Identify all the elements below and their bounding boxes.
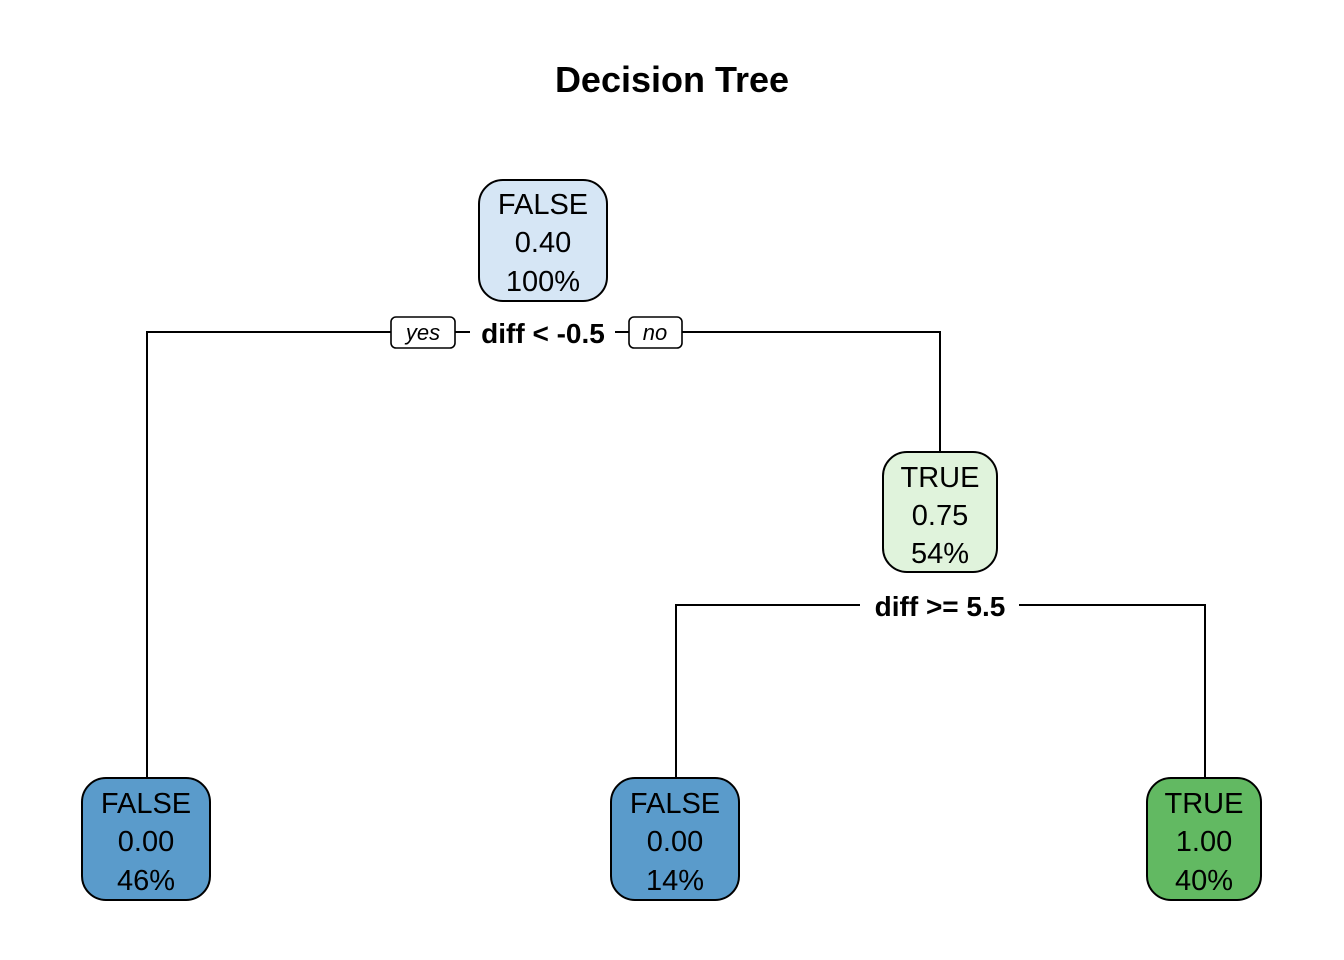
leaf-left-prob: 0.00 — [118, 826, 174, 858]
branch-label-yes: yes — [390, 316, 456, 349]
leaf-middle-box — [610, 777, 740, 901]
edge-root-right — [682, 331, 941, 452]
branch-label-no: no — [628, 316, 683, 349]
leaf-middle-prob: 0.00 — [647, 826, 703, 858]
leaf-left: FALSE 0.00 46% — [81, 777, 211, 901]
edge-right-left — [675, 604, 860, 778]
leaf-left-class: FALSE — [101, 788, 191, 820]
edge-root-left — [146, 331, 391, 778]
node-root-prob: 0.40 — [515, 227, 571, 259]
edge-right-right — [1019, 604, 1206, 778]
node-root-box — [478, 179, 608, 302]
leaf-right-pct: 40% — [1175, 865, 1233, 897]
node-right-class: TRUE — [901, 462, 980, 494]
node-right-prob: 0.75 — [912, 500, 968, 532]
leaf-right-prob: 1.00 — [1176, 826, 1232, 858]
branch-label-yes-text: yes — [404, 320, 440, 345]
branch-label-no-text: no — [643, 320, 667, 345]
node-root-class: FALSE — [498, 189, 588, 221]
node-right: TRUE 0.75 54% — [882, 451, 998, 573]
leaf-right-box — [1146, 777, 1262, 901]
split-label-root: diff < -0.5 — [481, 318, 605, 349]
node-right-pct: 54% — [911, 538, 969, 570]
leaf-middle-pct: 14% — [646, 865, 704, 897]
diagram-title: Decision Tree — [555, 59, 789, 100]
node-root: FALSE 0.40 100% — [478, 179, 608, 302]
split-label-right: diff >= 5.5 — [875, 591, 1006, 622]
leaf-right-class: TRUE — [1165, 788, 1244, 820]
tree-edges — [146, 331, 1206, 778]
leaf-middle-class: FALSE — [630, 788, 720, 820]
node-right-box — [882, 451, 998, 573]
leaf-middle: FALSE 0.00 14% — [610, 777, 740, 901]
node-root-pct: 100% — [506, 266, 580, 298]
leaf-right: TRUE 1.00 40% — [1146, 777, 1262, 901]
leaf-left-box — [81, 777, 211, 901]
leaf-left-pct: 46% — [117, 865, 175, 897]
